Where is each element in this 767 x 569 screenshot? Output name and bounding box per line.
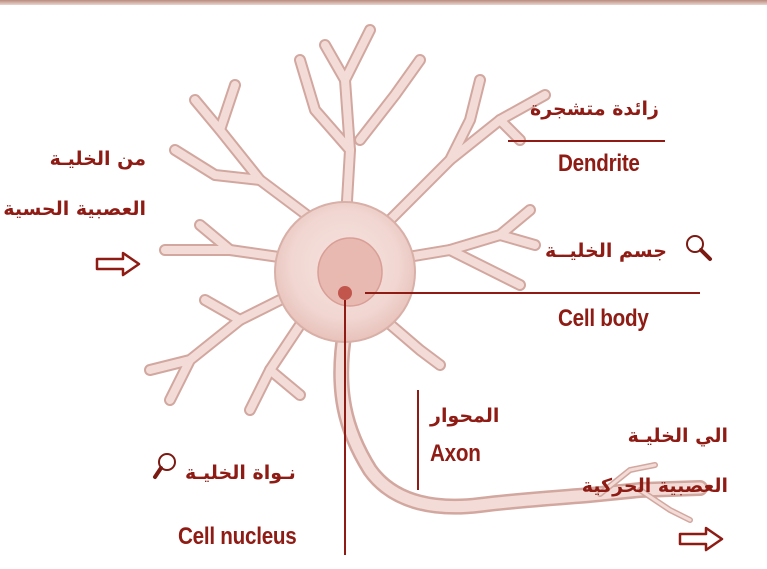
magnifier-icon (152, 450, 182, 484)
to-motor-cell-line2: العصبية الحركية (585, 475, 728, 497)
axon-english-label: Axon (430, 440, 481, 468)
axon-arabic-label: المحوار (430, 405, 499, 427)
arrow-right-outline-icon (678, 525, 724, 557)
to-motor-cell-line1: الي الخليـة (598, 425, 728, 447)
from-sensory-cell-line2: العصبية الحسية (3, 198, 146, 220)
nucleus-dot (338, 286, 352, 300)
cell-body-arabic-label: جسم الخليــة (545, 240, 667, 262)
nucleus-arabic-label: نـواة الخليـة (185, 462, 296, 484)
cell-body-english-label: Cell body (558, 305, 649, 333)
magnifier-icon (683, 232, 713, 266)
from-sensory-cell-line1: من الخليـة (18, 148, 146, 170)
nucleus-english-label: Cell nucleus (178, 523, 296, 551)
dendrite-arabic-label: زائدة متشجرة (530, 98, 659, 120)
dendrite-english-label: Dendrite (558, 150, 640, 178)
arrow-right-outline-icon (95, 250, 141, 282)
